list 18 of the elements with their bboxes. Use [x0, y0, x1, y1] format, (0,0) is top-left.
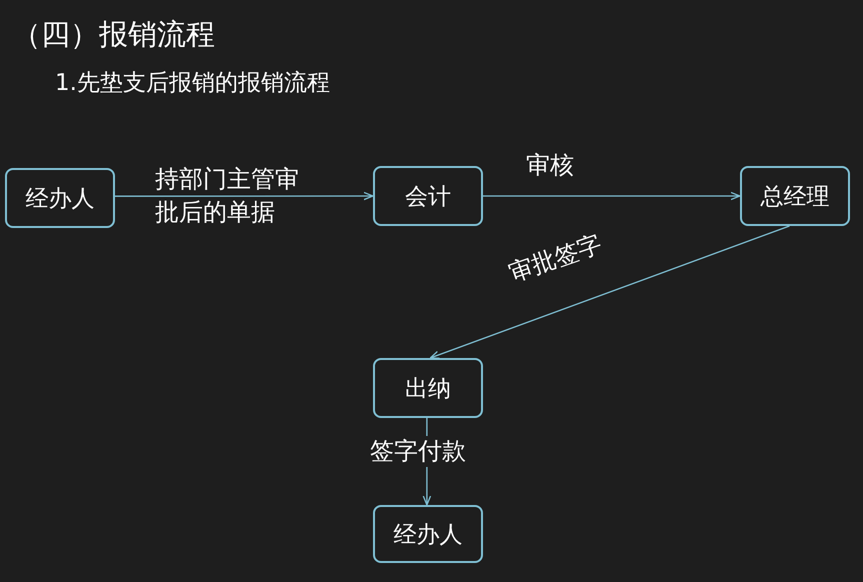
process-box	[740, 166, 850, 226]
process-box	[373, 166, 483, 226]
node-label: 经办人	[394, 520, 462, 550]
arrow	[483, 192, 741, 200]
arrow	[115, 192, 374, 200]
node-label: 经办人	[26, 184, 94, 214]
edge-label: 审批签字	[504, 228, 606, 289]
process-box	[373, 505, 483, 563]
node-label: 会计	[405, 182, 451, 212]
node-label: 总经理	[760, 182, 830, 212]
process-box	[5, 168, 115, 228]
node-label: 出纳	[405, 374, 451, 404]
subtitle: 1.先垫支后报销的报销流程	[55, 69, 330, 98]
process-box	[373, 358, 483, 418]
title: （四）报销流程	[12, 16, 215, 53]
edge-label: 签字付款	[370, 436, 466, 467]
arrow	[430, 225, 790, 359]
edge-label: 持部门主管审批后的单据	[155, 164, 300, 228]
